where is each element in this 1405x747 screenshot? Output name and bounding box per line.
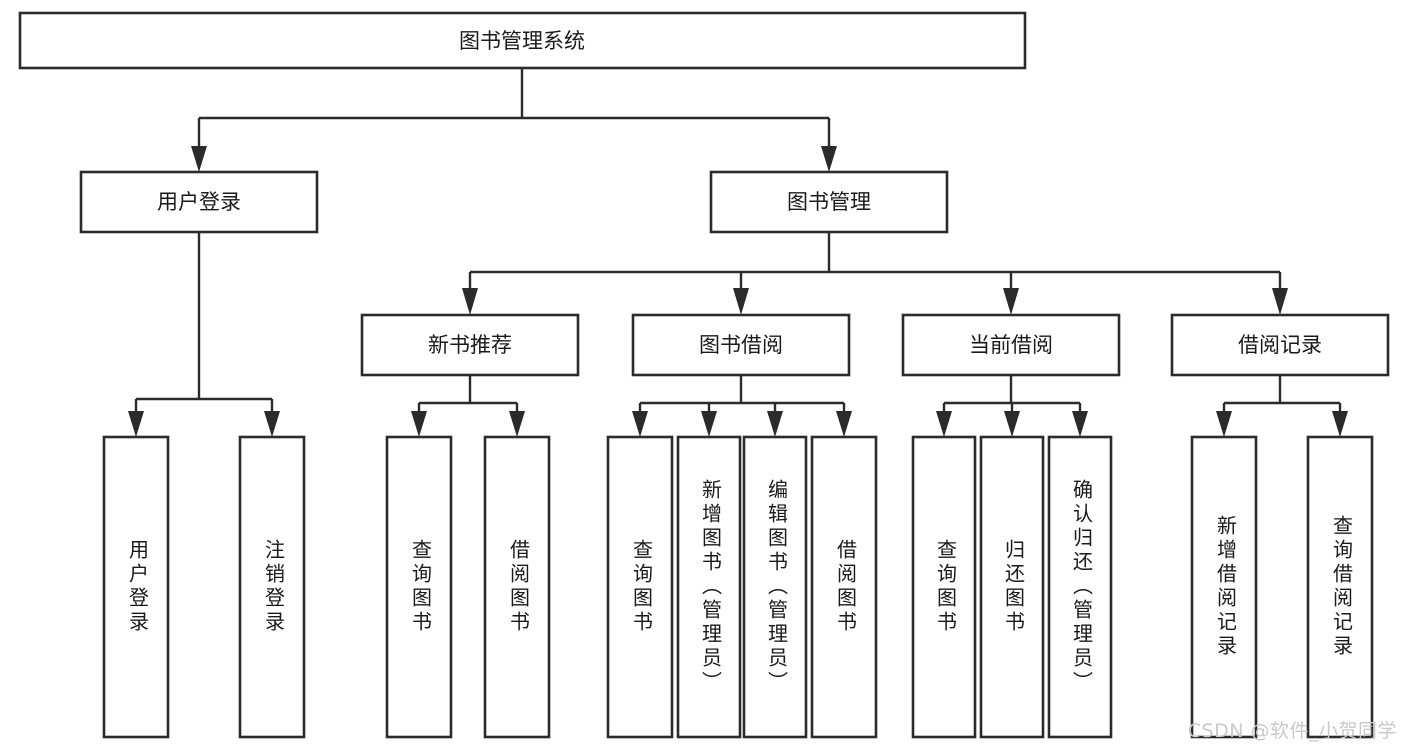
node-leaf-return-book[interactable]: 归还图书 [979,435,1045,739]
node-book-borrow[interactable]: 图书借阅 [631,313,851,377]
node-user-login-label: 用户登录 [157,190,241,214]
arrowhead-leaf-borrow-book-1 [509,411,525,437]
node-leaf-edit-book-label: 编辑图书（管理员） [765,479,789,695]
node-borrow-record-label: 借阅记录 [1238,333,1322,357]
edge-layer [128,68,1348,437]
node-leaf-add-book[interactable]: 新增图书（管理员） [676,435,742,739]
node-book-borrow-box[interactable] [631,313,851,377]
arrowhead-leaf-add-book [701,411,717,437]
node-leaf-query-book-3-box[interactable] [911,435,977,739]
node-new-book-recommend[interactable]: 新书推荐 [360,313,580,377]
node-book-manage[interactable]: 图书管理 [709,170,949,234]
node-leaf-edit-book[interactable]: 编辑图书（管理员） [742,435,808,739]
node-user-login[interactable]: 用户登录 [79,170,319,234]
arrowhead-leaf-query-book-2 [632,411,648,437]
node-leaf-borrow-book-1-box[interactable] [483,435,551,739]
arrowhead-leaf-query-book-3 [936,411,952,437]
node-leaf-user-logout-label: 注销登录 [262,539,286,635]
node-leaf-confirm-return-box[interactable] [1047,435,1113,739]
node-root-system[interactable]: 图书管理系统 [18,11,1027,70]
node-leaf-edit-book-box[interactable] [742,435,808,739]
node-leaf-confirm-return-label: 确认归还（管理员） [1070,479,1094,695]
node-current-borrow[interactable]: 当前借阅 [901,313,1121,377]
node-leaf-query-book-3-label: 查询图书 [934,539,958,635]
arrowhead-leaf-edit-book [767,411,783,437]
node-leaf-return-book-label: 归还图书 [1002,539,1026,635]
node-leaf-query-book-1[interactable]: 查询图书 [385,435,453,739]
node-current-borrow-label: 当前借阅 [969,333,1053,357]
arrowhead-leaf-add-record [1216,411,1232,437]
node-user-login-box[interactable] [79,170,319,234]
arrowhead-leaf-user-logout [264,411,280,437]
arrowhead-leaf-user-login [128,411,144,437]
node-leaf-query-book-3[interactable]: 查询图书 [911,435,977,739]
node-current-borrow-box[interactable] [901,313,1121,377]
node-leaf-return-book-box[interactable] [979,435,1045,739]
node-leaf-add-record-label: 新增借阅记录 [1214,515,1238,659]
node-leaf-add-book-label: 新增图书（管理员） [699,479,723,695]
node-root-system-label: 图书管理系统 [459,29,585,53]
node-book-borrow-label: 图书借阅 [699,333,783,357]
node-root-system-box[interactable] [18,11,1027,70]
node-new-book-recommend-label: 新书推荐 [428,333,512,357]
node-leaf-add-book-box[interactable] [676,435,742,739]
node-leaf-add-record[interactable]: 新增借阅记录 [1190,435,1258,739]
arrowhead-leaf-query-book-1 [411,411,427,437]
node-leaf-user-logout-box[interactable] [238,435,306,739]
node-leaf-query-book-2[interactable]: 查询图书 [606,435,674,739]
node-leaf-confirm-return[interactable]: 确认归还（管理员） [1047,435,1113,739]
arrowhead-borrow-record [1272,288,1288,315]
node-leaf-query-book-1-label: 查询图书 [409,539,433,635]
node-leaf-query-book-2-box[interactable] [606,435,674,739]
node-borrow-record-box[interactable] [1170,313,1390,377]
node-leaf-borrow-book-2-label: 借阅图书 [834,539,858,635]
arrowhead-leaf-confirm-return [1072,411,1088,437]
arrowhead-leaf-query-record [1332,411,1348,437]
node-leaf-borrow-book-1[interactable]: 借阅图书 [483,435,551,739]
arrowhead-book-borrow [733,288,749,315]
node-leaf-query-book-1-box[interactable] [385,435,453,739]
node-leaf-borrow-book-1-label: 借阅图书 [507,539,531,635]
arrowhead-leaf-borrow-book-2 [836,411,852,437]
node-leaf-user-login-box[interactable] [102,435,170,739]
arrowhead-new-book-recommend [462,288,478,315]
node-leaf-query-record-label: 查询借阅记录 [1330,515,1354,659]
arrowhead-current-borrow [1003,288,1019,315]
node-leaf-borrow-book-2-box[interactable] [810,435,878,739]
node-leaf-query-record[interactable]: 查询借阅记录 [1306,435,1374,739]
node-leaf-query-record-box[interactable] [1306,435,1374,739]
node-leaf-user-login-label: 用户登录 [126,539,150,635]
node-leaf-borrow-book-2[interactable]: 借阅图书 [810,435,878,739]
arrowhead-user-login [191,146,207,172]
node-book-manage-label: 图书管理 [787,190,871,214]
arrowhead-leaf-return-book [1004,411,1020,437]
node-book-manage-box[interactable] [709,170,949,234]
arrowhead-book-manage [821,146,837,172]
node-borrow-record[interactable]: 借阅记录 [1170,313,1390,377]
node-leaf-add-record-box[interactable] [1190,435,1258,739]
node-leaf-query-book-2-label: 查询图书 [630,539,654,635]
node-leaf-user-login[interactable]: 用户登录 [102,435,170,739]
node-new-book-recommend-box[interactable] [360,313,580,377]
node-leaf-user-logout[interactable]: 注销登录 [238,435,306,739]
